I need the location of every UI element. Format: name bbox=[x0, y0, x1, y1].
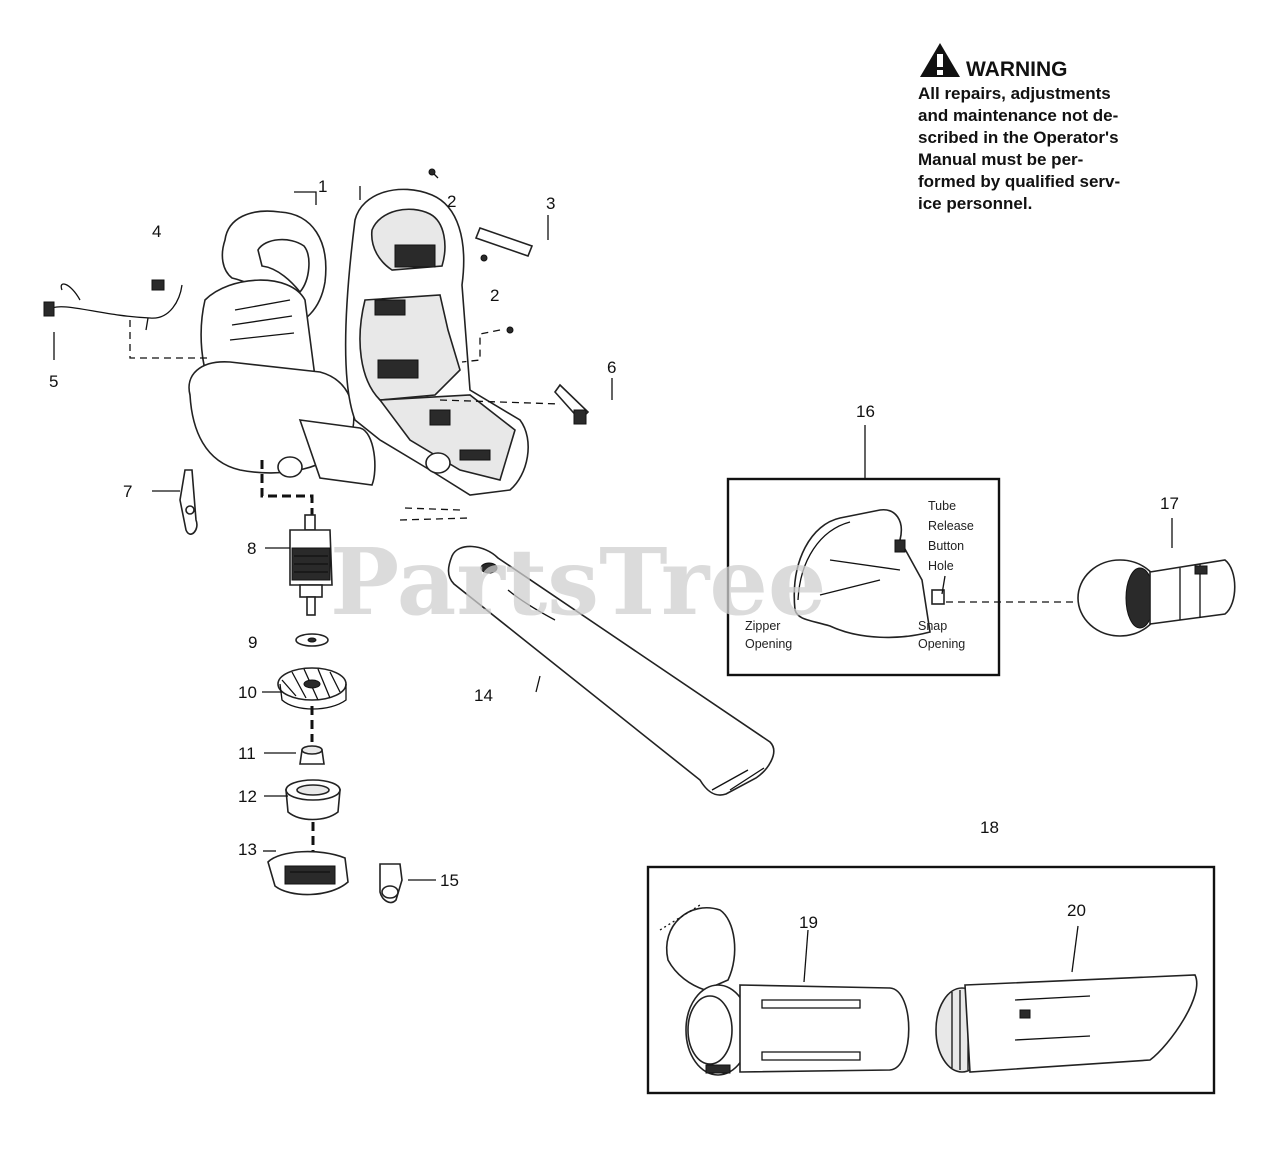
callout-13: 13 bbox=[238, 840, 257, 859]
callout-14: 14 bbox=[474, 686, 493, 705]
motor-part bbox=[289, 514, 333, 616]
leader-20 bbox=[1071, 925, 1079, 973]
callout-16: 16 bbox=[856, 402, 875, 421]
label-tube-release-1: Tube bbox=[928, 499, 956, 513]
callout-3: 3 bbox=[546, 194, 555, 213]
callout-17: 17 bbox=[1160, 494, 1179, 513]
label-snap-1: Snap bbox=[918, 619, 947, 633]
callout-18: 18 bbox=[980, 818, 999, 837]
callout-15: 15 bbox=[440, 871, 459, 890]
label-tube-release-2: Release bbox=[928, 519, 974, 533]
bag-adapter-part bbox=[1077, 559, 1236, 637]
label-zipper-2: Opening bbox=[745, 637, 792, 651]
leader-19 bbox=[803, 929, 809, 983]
leader-cord-retainer bbox=[439, 399, 561, 405]
blower-tube-lower-part bbox=[935, 974, 1198, 1073]
blower-tube-part bbox=[399, 507, 775, 796]
callout-10: 10 bbox=[238, 683, 257, 702]
warning-line-4: Manual must be per- bbox=[918, 150, 1083, 169]
callout-19: 19 bbox=[799, 913, 818, 932]
callout-2a: 2 bbox=[447, 192, 456, 211]
label-tube-release-3: Button bbox=[928, 539, 964, 553]
callout-4: 4 bbox=[152, 222, 161, 241]
callout-9: 9 bbox=[248, 633, 257, 652]
callout-8: 8 bbox=[247, 539, 256, 558]
warning-line-6: ice personnel. bbox=[918, 194, 1032, 213]
callout-11: 11 bbox=[238, 744, 256, 763]
key-part bbox=[379, 863, 403, 904]
label-zipper-1: Zipper bbox=[745, 619, 780, 633]
blower-tube-upper-part bbox=[659, 904, 910, 1076]
fan-impeller-part bbox=[277, 667, 347, 710]
housing-right-half bbox=[344, 188, 529, 496]
housing-screws bbox=[428, 168, 590, 425]
warning-line-3: scribed in the Operator's bbox=[918, 128, 1119, 147]
callout-1: 1 bbox=[318, 177, 327, 196]
warning-exclamation-dot bbox=[937, 70, 943, 75]
callout-7: 7 bbox=[123, 482, 132, 501]
callout-5: 5 bbox=[49, 372, 58, 391]
callout-leaders bbox=[53, 186, 613, 881]
label-snap-2: Opening bbox=[918, 637, 965, 651]
callout-2b: 2 bbox=[490, 286, 499, 305]
warning-line-5: formed by qualified serv- bbox=[918, 172, 1120, 191]
warning-line-2: and maintenance not de- bbox=[918, 106, 1118, 125]
warning-exclamation-bar bbox=[937, 54, 943, 67]
part-7-clip bbox=[179, 469, 198, 535]
air-inlet-cover-part bbox=[267, 850, 349, 896]
label-tube-release-4: Hole bbox=[928, 559, 954, 573]
callout-6: 6 bbox=[607, 358, 616, 377]
fan-cover-part bbox=[285, 779, 341, 821]
vacuum-bag-part bbox=[793, 509, 945, 639]
blower-tubes-box bbox=[646, 865, 1216, 1095]
warning-title: WARNING bbox=[966, 58, 1068, 81]
callout-12: 12 bbox=[238, 787, 257, 806]
switch-part bbox=[474, 226, 534, 258]
warning-line-1: All repairs, adjustments bbox=[918, 84, 1111, 103]
callout-20: 20 bbox=[1067, 901, 1086, 920]
leader-cord bbox=[129, 320, 212, 359]
warning-block: WARNING All repairs, adjustments and mai… bbox=[918, 43, 1120, 213]
power-cord bbox=[43, 279, 183, 331]
housing-left-half bbox=[188, 210, 376, 486]
nut-part bbox=[299, 745, 325, 765]
leader-motor bbox=[260, 460, 314, 520]
vacuum-bag-box bbox=[726, 477, 1001, 677]
watermark: PartsTree bbox=[330, 528, 826, 636]
